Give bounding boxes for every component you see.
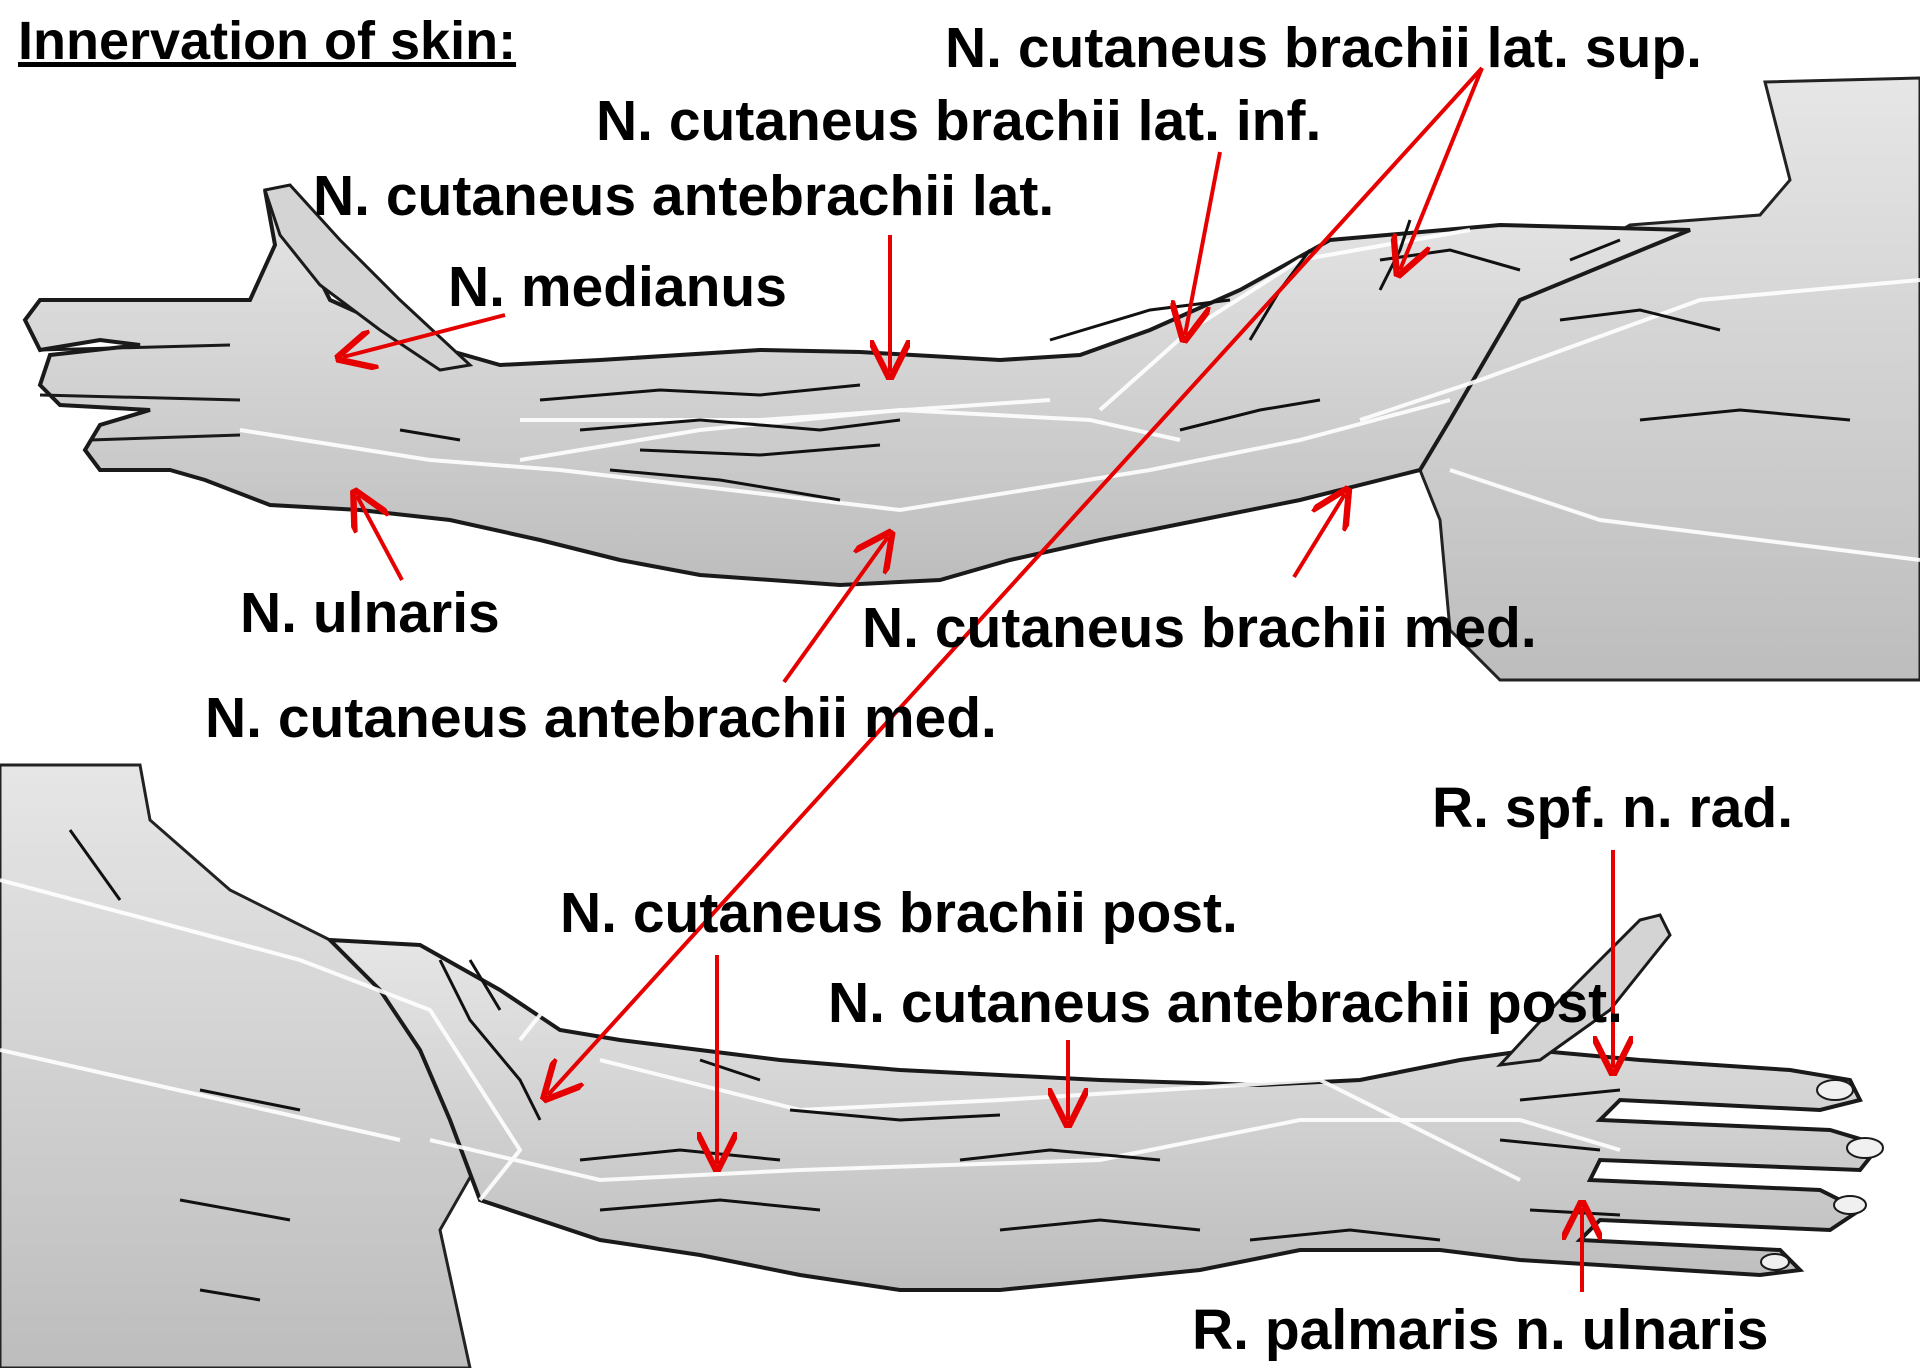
label-ulnaris: N. ulnaris [240,585,500,642]
label-palmaris-ulnaris: R. palmaris n. ulnaris [1192,1302,1769,1359]
label-antebrachii-post: N. cutaneus antebrachii post. [828,975,1623,1032]
anterior-shoulder-region [1420,78,1920,680]
label-brachii-lat-sup: N. cutaneus brachii lat. sup. [945,20,1702,77]
arrow-brachii-med [1294,494,1345,577]
diagram-title: Innervation of skin: [18,14,516,68]
label-brachii-med: N. cutaneus brachii med. [862,600,1537,657]
label-antebrachii-med: N. cutaneus antebrachii med. [205,690,997,747]
label-antebrachii-lat: N. cutaneus antebrachii lat. [313,168,1054,225]
posterior-arm [0,765,1883,1368]
label-brachii-post: N. cutaneus brachii post. [560,885,1238,942]
label-brachii-lat-inf: N. cutaneus brachii lat. inf. [596,93,1321,150]
label-medianus: N. medianus [448,259,787,316]
label-spf-rad: R. spf. n. rad. [1432,780,1793,837]
